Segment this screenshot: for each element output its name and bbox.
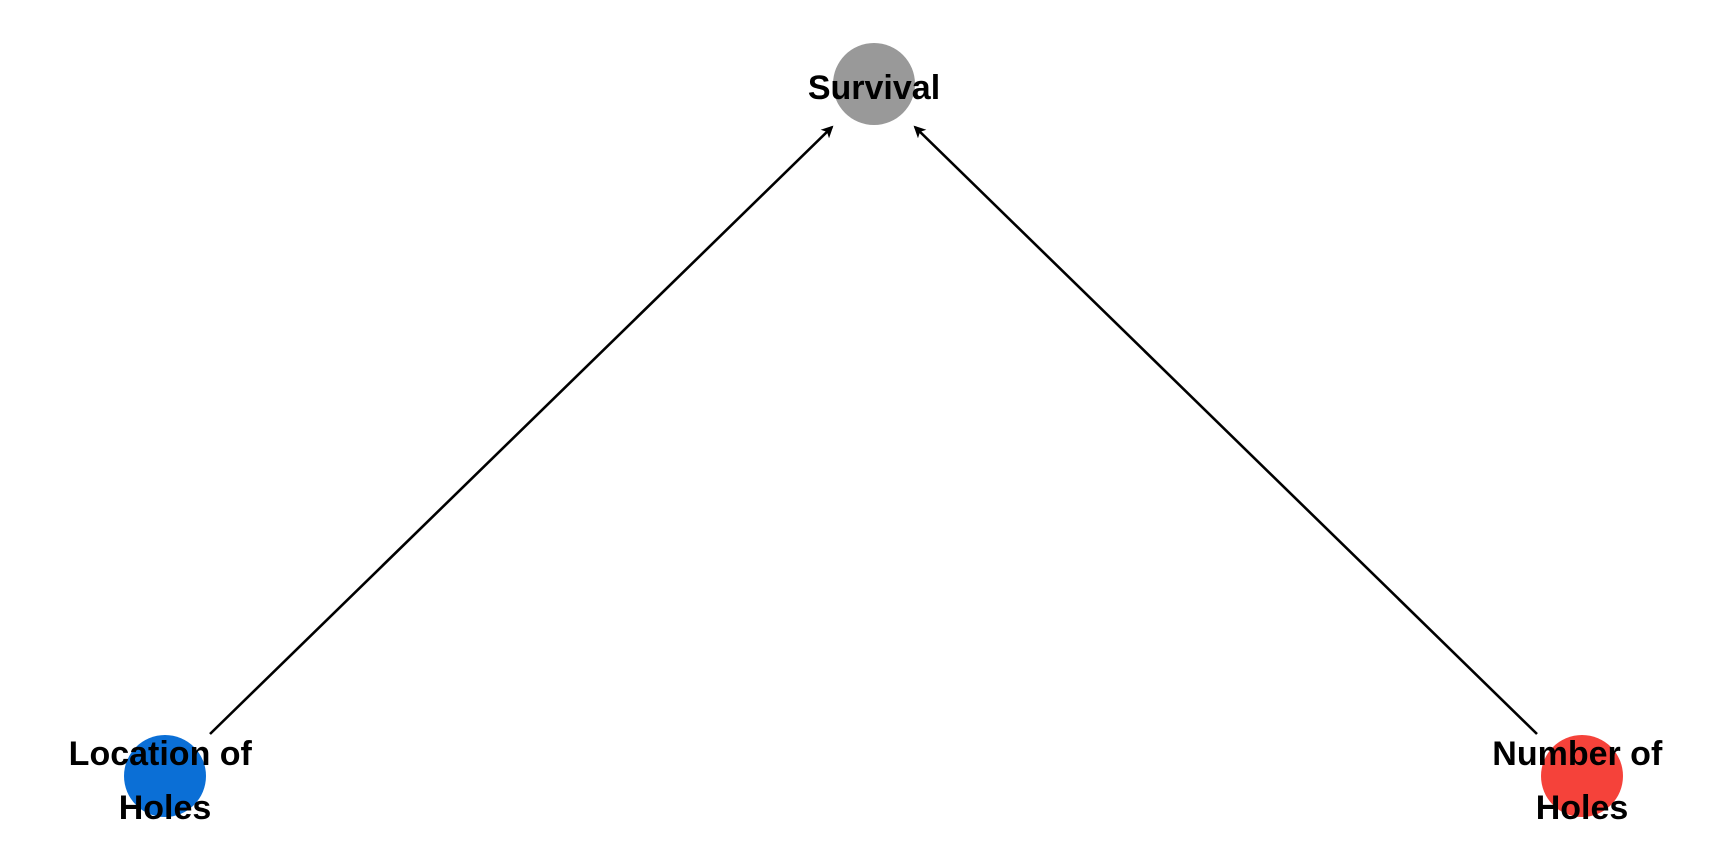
node-survival-circle: [833, 43, 915, 125]
node-number-label: Number of Holes: [1492, 735, 1671, 827]
edge-number-to-survival: [913, 125, 1538, 735]
node-location-circle: [124, 735, 206, 817]
node-number-of-holes: Number of Holes: [1492, 735, 1671, 827]
node-location-label: Location of Holes: [69, 735, 262, 827]
node-location-of-holes: Location of Holes: [69, 735, 262, 827]
node-survival: Survival: [808, 43, 940, 125]
edge-location-to-survival: [209, 125, 834, 735]
node-number-circle: [1541, 735, 1623, 817]
node-survival-label: Survival: [808, 69, 940, 107]
